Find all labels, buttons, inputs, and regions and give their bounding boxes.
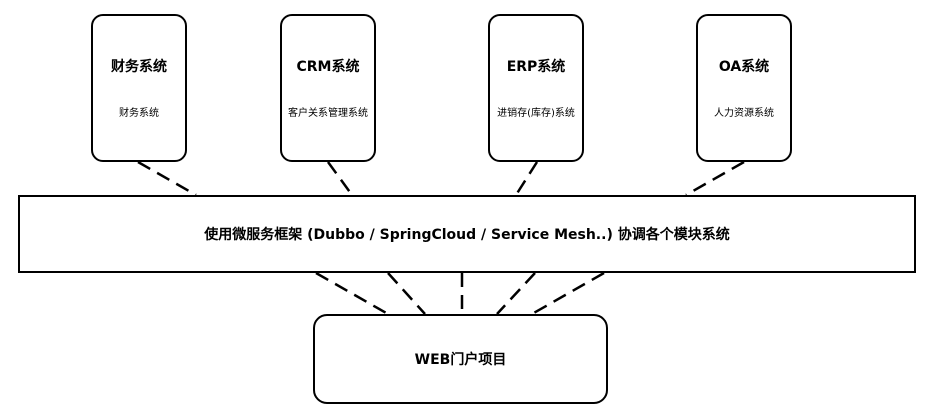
bus-label: 使用微服务框架 (Dubbo / SpringCloud / Service M…	[204, 227, 730, 243]
connector-bus-portal-5	[531, 271, 605, 316]
system-title: 财务系统	[111, 59, 167, 75]
system-description: 财务系统	[119, 108, 159, 119]
system-description: 人力资源系统	[714, 108, 774, 119]
connector-bus-portal-1	[315, 271, 389, 316]
microservice-framework-bus: 使用微服务框架 (Dubbo / SpringCloud / Service M…	[18, 195, 916, 273]
connector-oa-bus	[685, 160, 745, 197]
oa-system-box: OA系统 人力资源系统	[696, 14, 792, 162]
connector-bus-portal-4	[496, 272, 536, 315]
system-title: CRM系统	[296, 59, 360, 75]
system-title: ERP系统	[506, 59, 566, 75]
web-portal-box: WEB门户项目	[313, 314, 608, 404]
system-description: 进销存(库存)系统	[497, 108, 575, 119]
portal-label: WEB门户项目	[414, 352, 507, 368]
crm-system-box: CRM系统 客户关系管理系统	[280, 14, 376, 162]
erp-system-box: ERP系统 进销存(库存)系统	[488, 14, 584, 162]
connector-erp-bus	[514, 161, 539, 196]
system-description: 客户关系管理系统	[288, 108, 368, 119]
connector-finance-bus	[137, 160, 197, 197]
connector-bus-portal-2	[387, 272, 426, 315]
system-title: OA系统	[718, 59, 770, 75]
connector-crm-bus	[326, 161, 354, 196]
finance-system-box: 财务系统 财务系统	[91, 14, 187, 162]
